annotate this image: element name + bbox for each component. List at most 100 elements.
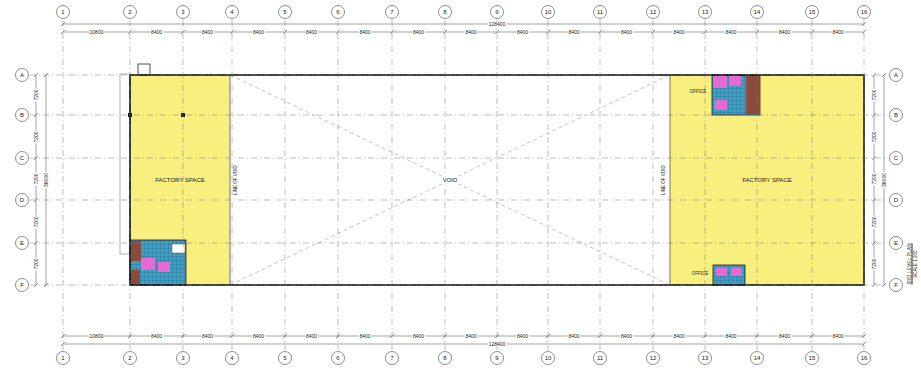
dimension-text: 8400 <box>412 30 425 35</box>
dimension-tick <box>598 334 602 338</box>
dimension-tick <box>181 30 185 34</box>
dimension-tick <box>34 283 38 287</box>
dimension-text: 8400 <box>724 30 737 35</box>
grid-bubble-label: 13 <box>702 9 709 15</box>
dimension-text: 10800 <box>89 334 105 339</box>
dimension-text: 7200 <box>872 215 877 228</box>
grid-line <box>548 20 549 350</box>
dimension-text: 7200 <box>34 130 39 143</box>
dimension-tick <box>872 283 876 287</box>
grid-line <box>232 20 233 350</box>
dimension-tick <box>495 334 499 338</box>
grid-bubble-label: B <box>894 112 898 118</box>
grid-bubble <box>279 6 292 19</box>
stair-box <box>138 64 150 75</box>
grid-bubble <box>890 109 903 122</box>
dimension-text: 8400 <box>412 334 425 339</box>
grid-bubble-label: 4 <box>230 9 233 15</box>
grid-bubble <box>890 69 903 82</box>
grid-bubble-label: 8 <box>443 355 446 361</box>
floor-zone: FACTORY SPACE <box>130 75 230 285</box>
dimension-tick <box>61 334 65 338</box>
void-edge <box>230 75 670 285</box>
room-label: OFFICE <box>690 90 707 95</box>
grid-bubble <box>57 352 70 365</box>
grid-bubble-label: 8 <box>443 9 446 15</box>
grid-bubble-label: 4 <box>230 355 233 361</box>
dimension-text: 7200 <box>34 88 39 101</box>
dimension-text: 7200 <box>34 215 39 228</box>
dimension-tick <box>443 30 447 34</box>
grid-bubble-label: 3 <box>181 355 184 361</box>
dimension-tick <box>34 241 38 245</box>
grid-bubble <box>16 279 29 292</box>
grid-bubble <box>16 69 29 82</box>
grid-line <box>757 20 758 350</box>
grid-bubble <box>542 6 555 19</box>
grid-bubble <box>226 352 239 365</box>
dimension-text: 8400 <box>464 30 477 35</box>
grid-bubble-label: 12 <box>650 9 657 15</box>
grid-bubble-label: 9 <box>495 355 498 361</box>
dimension-text: 8400 <box>778 30 791 35</box>
grid-line <box>338 20 339 350</box>
grid-bubble <box>332 6 345 19</box>
dimension-tick <box>872 73 876 77</box>
dimension-text: 128400 <box>488 342 507 347</box>
void-cross <box>230 75 670 285</box>
grid-bubble <box>647 6 660 19</box>
dimension-tick <box>703 30 707 34</box>
dimension-text: 36000 <box>882 172 887 188</box>
dimension-tick <box>34 198 38 202</box>
floor-fill <box>670 75 864 285</box>
grid-bubble <box>890 279 903 292</box>
void-note: LINE OF VOID <box>662 164 667 196</box>
dimension-text: 8400 <box>672 334 685 339</box>
dimension-text: 8400 <box>567 30 580 35</box>
dimension-tick <box>862 334 866 338</box>
grid-bubble <box>858 352 871 365</box>
dimension-tick <box>810 30 814 34</box>
grid-bubble <box>890 237 903 250</box>
dimension-text: 8400 <box>516 334 529 339</box>
dimension-tick <box>336 334 340 338</box>
grid-bubble-label: 11 <box>597 355 603 361</box>
dimension-tick <box>34 113 38 117</box>
grid-line <box>30 200 888 201</box>
grid-bubble <box>751 352 764 365</box>
grid-bubble <box>177 6 190 19</box>
grid-bubble <box>647 352 660 365</box>
dimension-text: 8400 <box>201 334 214 339</box>
grid-bubble-label: 16 <box>861 9 868 15</box>
dimension-text: 8400 <box>620 30 633 35</box>
grid-bubble-label: B <box>20 112 24 118</box>
dimension-tick <box>755 334 759 338</box>
dimension-tick <box>651 30 655 34</box>
dimension-tick <box>882 73 886 77</box>
grid-line <box>30 115 888 116</box>
grid-line <box>30 75 888 76</box>
dimension-tick <box>61 22 65 26</box>
grid-bubble <box>699 6 712 19</box>
dimension-tick <box>495 30 499 34</box>
grid <box>16 6 903 365</box>
dimension-tick <box>651 334 655 338</box>
core-right-bottom <box>713 265 745 285</box>
dimension-text: 7200 <box>872 88 877 101</box>
dimension-tick <box>882 283 886 287</box>
dimension-text: 36000 <box>44 172 49 188</box>
dimension-tick <box>872 113 876 117</box>
dimension-tick <box>283 334 287 338</box>
grid-bubble-label: A <box>20 72 24 78</box>
dimension-tick <box>598 30 602 34</box>
grid-line <box>392 20 393 350</box>
dimension-line <box>63 344 864 345</box>
dimension-text: 7200 <box>872 257 877 270</box>
grid-bubble-label: F <box>894 282 898 288</box>
plan-scale: SCALE 1:200 <box>914 250 919 277</box>
dimension-tick <box>128 334 132 338</box>
dimension-tick <box>755 30 759 34</box>
floor-fill <box>130 75 230 285</box>
dimension-text: 7200 <box>34 172 39 185</box>
